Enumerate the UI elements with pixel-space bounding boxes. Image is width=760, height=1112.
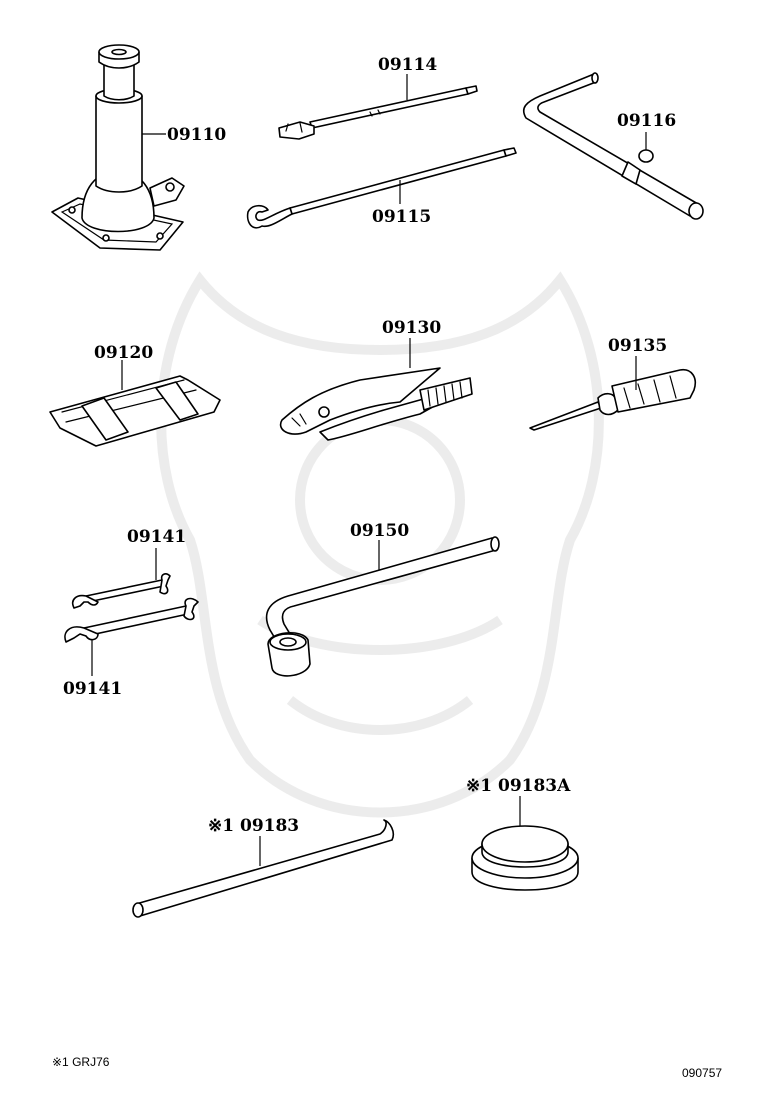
tire-lever: [132, 819, 395, 918]
diagram-number: 090757: [682, 1066, 722, 1080]
wrench-lower-label: 09141: [63, 679, 122, 699]
crank-handle-label: 09116: [617, 111, 676, 131]
footnote-text: ※1 GRJ76: [52, 1055, 110, 1069]
handle-extension-label: 09114: [378, 55, 437, 75]
lug-wrench-label: 09150: [350, 521, 409, 541]
pliers: [279, 367, 473, 441]
screwdriver-label: 09135: [608, 336, 667, 356]
crank-handle: [522, 72, 704, 220]
tool-bag: [49, 375, 221, 447]
jack-handle-label: 09115: [372, 207, 431, 227]
tire-lever-label: ※1 09183: [208, 816, 299, 836]
pliers-label: 09130: [382, 318, 441, 338]
wrench-lower: [64, 597, 199, 643]
wrench-upper: [71, 573, 171, 609]
wrench-upper-label: 09141: [127, 527, 186, 547]
watermark-emblem: [156, 271, 604, 818]
cap-label: ※1 09183A: [466, 776, 571, 796]
handle-extension: [278, 85, 478, 140]
tool-bag-label: 09120: [94, 343, 153, 363]
screwdriver: [529, 368, 696, 431]
cap: [471, 825, 579, 891]
lug-wrench: [265, 536, 500, 677]
jack-handle: [246, 147, 517, 229]
jack: [51, 44, 185, 251]
jack-label: 09110: [167, 125, 226, 145]
